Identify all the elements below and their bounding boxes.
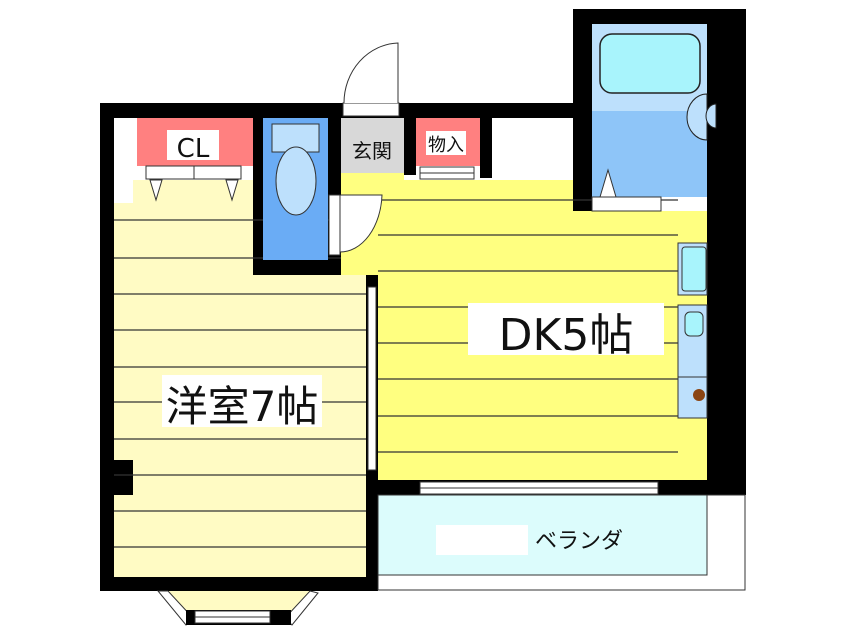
storage-label: 物入: [428, 135, 464, 156]
sliding-door[interactable]: [367, 286, 377, 471]
toilet-icon: [275, 146, 317, 216]
western-label-bg: [162, 375, 322, 427]
closet: CL: [137, 118, 253, 202]
entrance[interactable]: 玄関: [341, 42, 404, 173]
dk-room-label: DK5帖: [499, 310, 634, 361]
balcony: ベランダ: [377, 494, 746, 591]
closet-label: CL: [177, 134, 210, 164]
balcony-label: ベランダ: [535, 529, 623, 554]
bath-door: [591, 196, 662, 212]
bathroom: [591, 24, 717, 212]
bathtub-icon: [599, 33, 701, 94]
entrance-label: 玄関: [352, 139, 392, 163]
front-door-icon: [343, 42, 399, 104]
dk-label-bg: [468, 303, 664, 355]
bay-window: [156, 590, 319, 626]
toilet-door-icon: [339, 194, 383, 253]
storage: 物入: [416, 118, 480, 180]
western-room-label: 洋室7帖: [166, 382, 319, 431]
stove-icon: [693, 389, 705, 401]
sink-icon: [684, 311, 704, 337]
toilet-room: [263, 118, 383, 260]
pillar: [100, 460, 133, 495]
